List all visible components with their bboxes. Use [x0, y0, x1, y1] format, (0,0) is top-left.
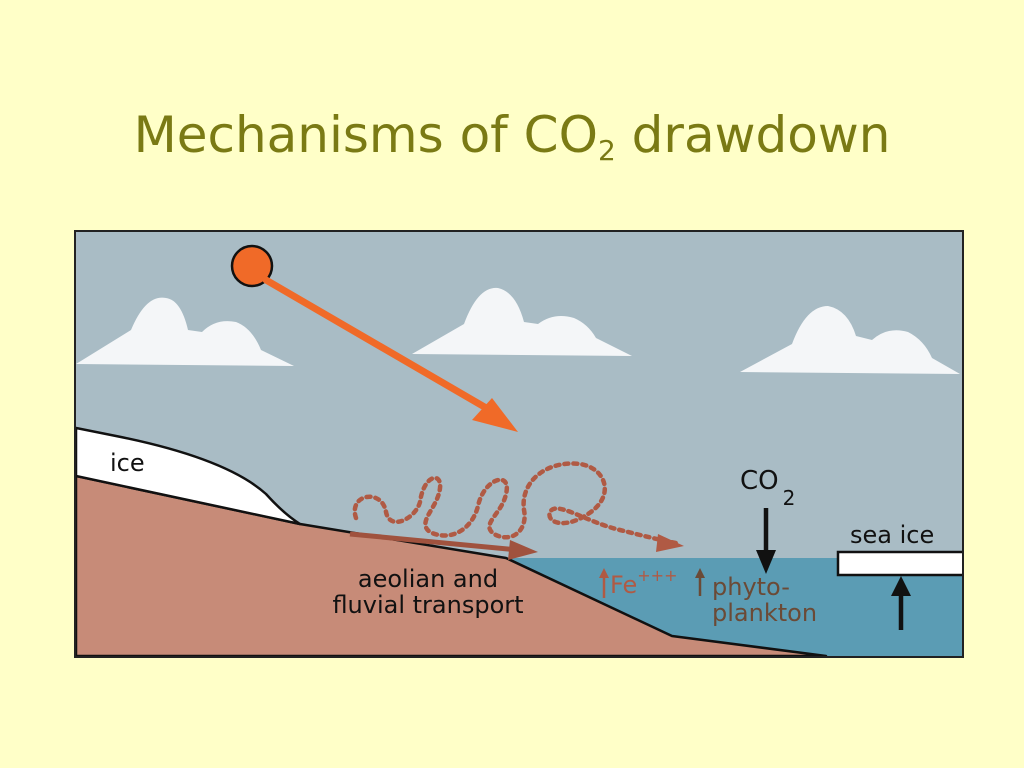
ice-sheet — [76, 426, 302, 526]
co2-down-arrowhead — [756, 550, 776, 574]
phytoplankton-label: phyto- plankton — [712, 574, 817, 626]
co2-label-main: CO — [740, 466, 779, 496]
diagram-canvas — [76, 232, 962, 656]
phyto-label-line2: plankton — [712, 599, 818, 627]
cloud-middle — [412, 287, 632, 356]
title-prefix: Mechanisms of CO — [133, 106, 598, 164]
sunlight-arrow — [262, 276, 504, 420]
phyto-label-line1: phyto- — [712, 573, 790, 601]
transport-label-line1: aeolian and — [357, 565, 499, 593]
transport-label-line2: fluvial transport — [332, 591, 524, 619]
phyto-up-arrowhead — [695, 568, 705, 578]
dust-arrowhead — [656, 534, 684, 552]
ice-label: ice — [110, 449, 145, 477]
sunlight-arrowhead — [472, 398, 518, 432]
sea-ice-slab — [836, 550, 962, 577]
slide-title: Mechanisms of CO2 drawdown — [0, 100, 1024, 186]
sun — [230, 244, 274, 288]
transport-arrowhead — [508, 540, 538, 560]
sea-ice-up-arrowhead — [891, 576, 911, 596]
transport-label: aeolian and fluvial transport — [306, 566, 550, 618]
transport-arrow — [349, 531, 519, 553]
sea-ice-label: sea ice — [850, 521, 935, 549]
fe-label: Fe+++ — [610, 566, 677, 601]
dust-loops-path — [352, 461, 679, 546]
cloud-left — [76, 297, 294, 366]
title-suffix: drawdown — [615, 106, 891, 164]
co2-label-sub: 2 — [782, 486, 796, 510]
co2-drawdown-diagram: ice CO2 sea ice aeolian and fluvial tran… — [74, 230, 964, 658]
fe-label-main: Fe — [610, 571, 638, 599]
co2-label: CO2 — [740, 466, 795, 510]
fe-up-arrowhead — [599, 568, 609, 578]
title-subscript: 2 — [597, 134, 616, 167]
cloud-right — [740, 306, 960, 374]
fe-label-sup: +++ — [637, 566, 678, 585]
